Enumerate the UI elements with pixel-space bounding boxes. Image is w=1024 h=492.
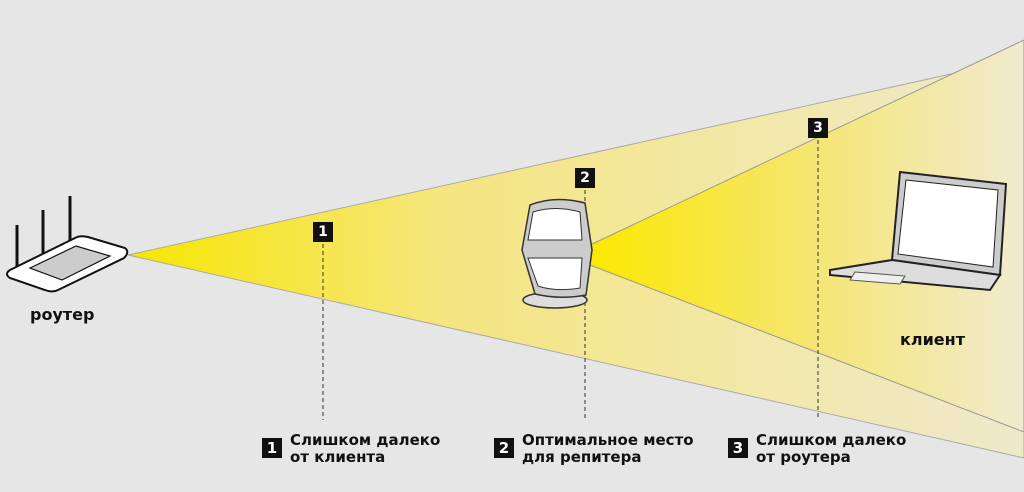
router-icon bbox=[6, 196, 129, 293]
marker-2: 2 bbox=[575, 168, 595, 188]
marker-1: 1 bbox=[313, 222, 333, 242]
caption-line: Оптимальное место bbox=[522, 431, 694, 449]
caption-number: 2 bbox=[494, 438, 514, 458]
caption-line: Слишком далеко bbox=[756, 431, 907, 449]
client-label: клиент bbox=[900, 330, 965, 349]
caption-line: от клиента bbox=[290, 448, 386, 466]
caption-line: для репитера bbox=[522, 448, 642, 466]
caption-line: Слишком далеко bbox=[290, 431, 441, 449]
caption-number: 1 bbox=[262, 438, 282, 458]
laptop-icon bbox=[829, 170, 1008, 292]
caption-number: 3 bbox=[728, 438, 748, 458]
marker-3: 3 bbox=[808, 118, 828, 138]
caption-line: от роутера bbox=[756, 448, 851, 466]
router-label: роутер bbox=[30, 305, 95, 324]
repeater-icon bbox=[521, 198, 593, 309]
